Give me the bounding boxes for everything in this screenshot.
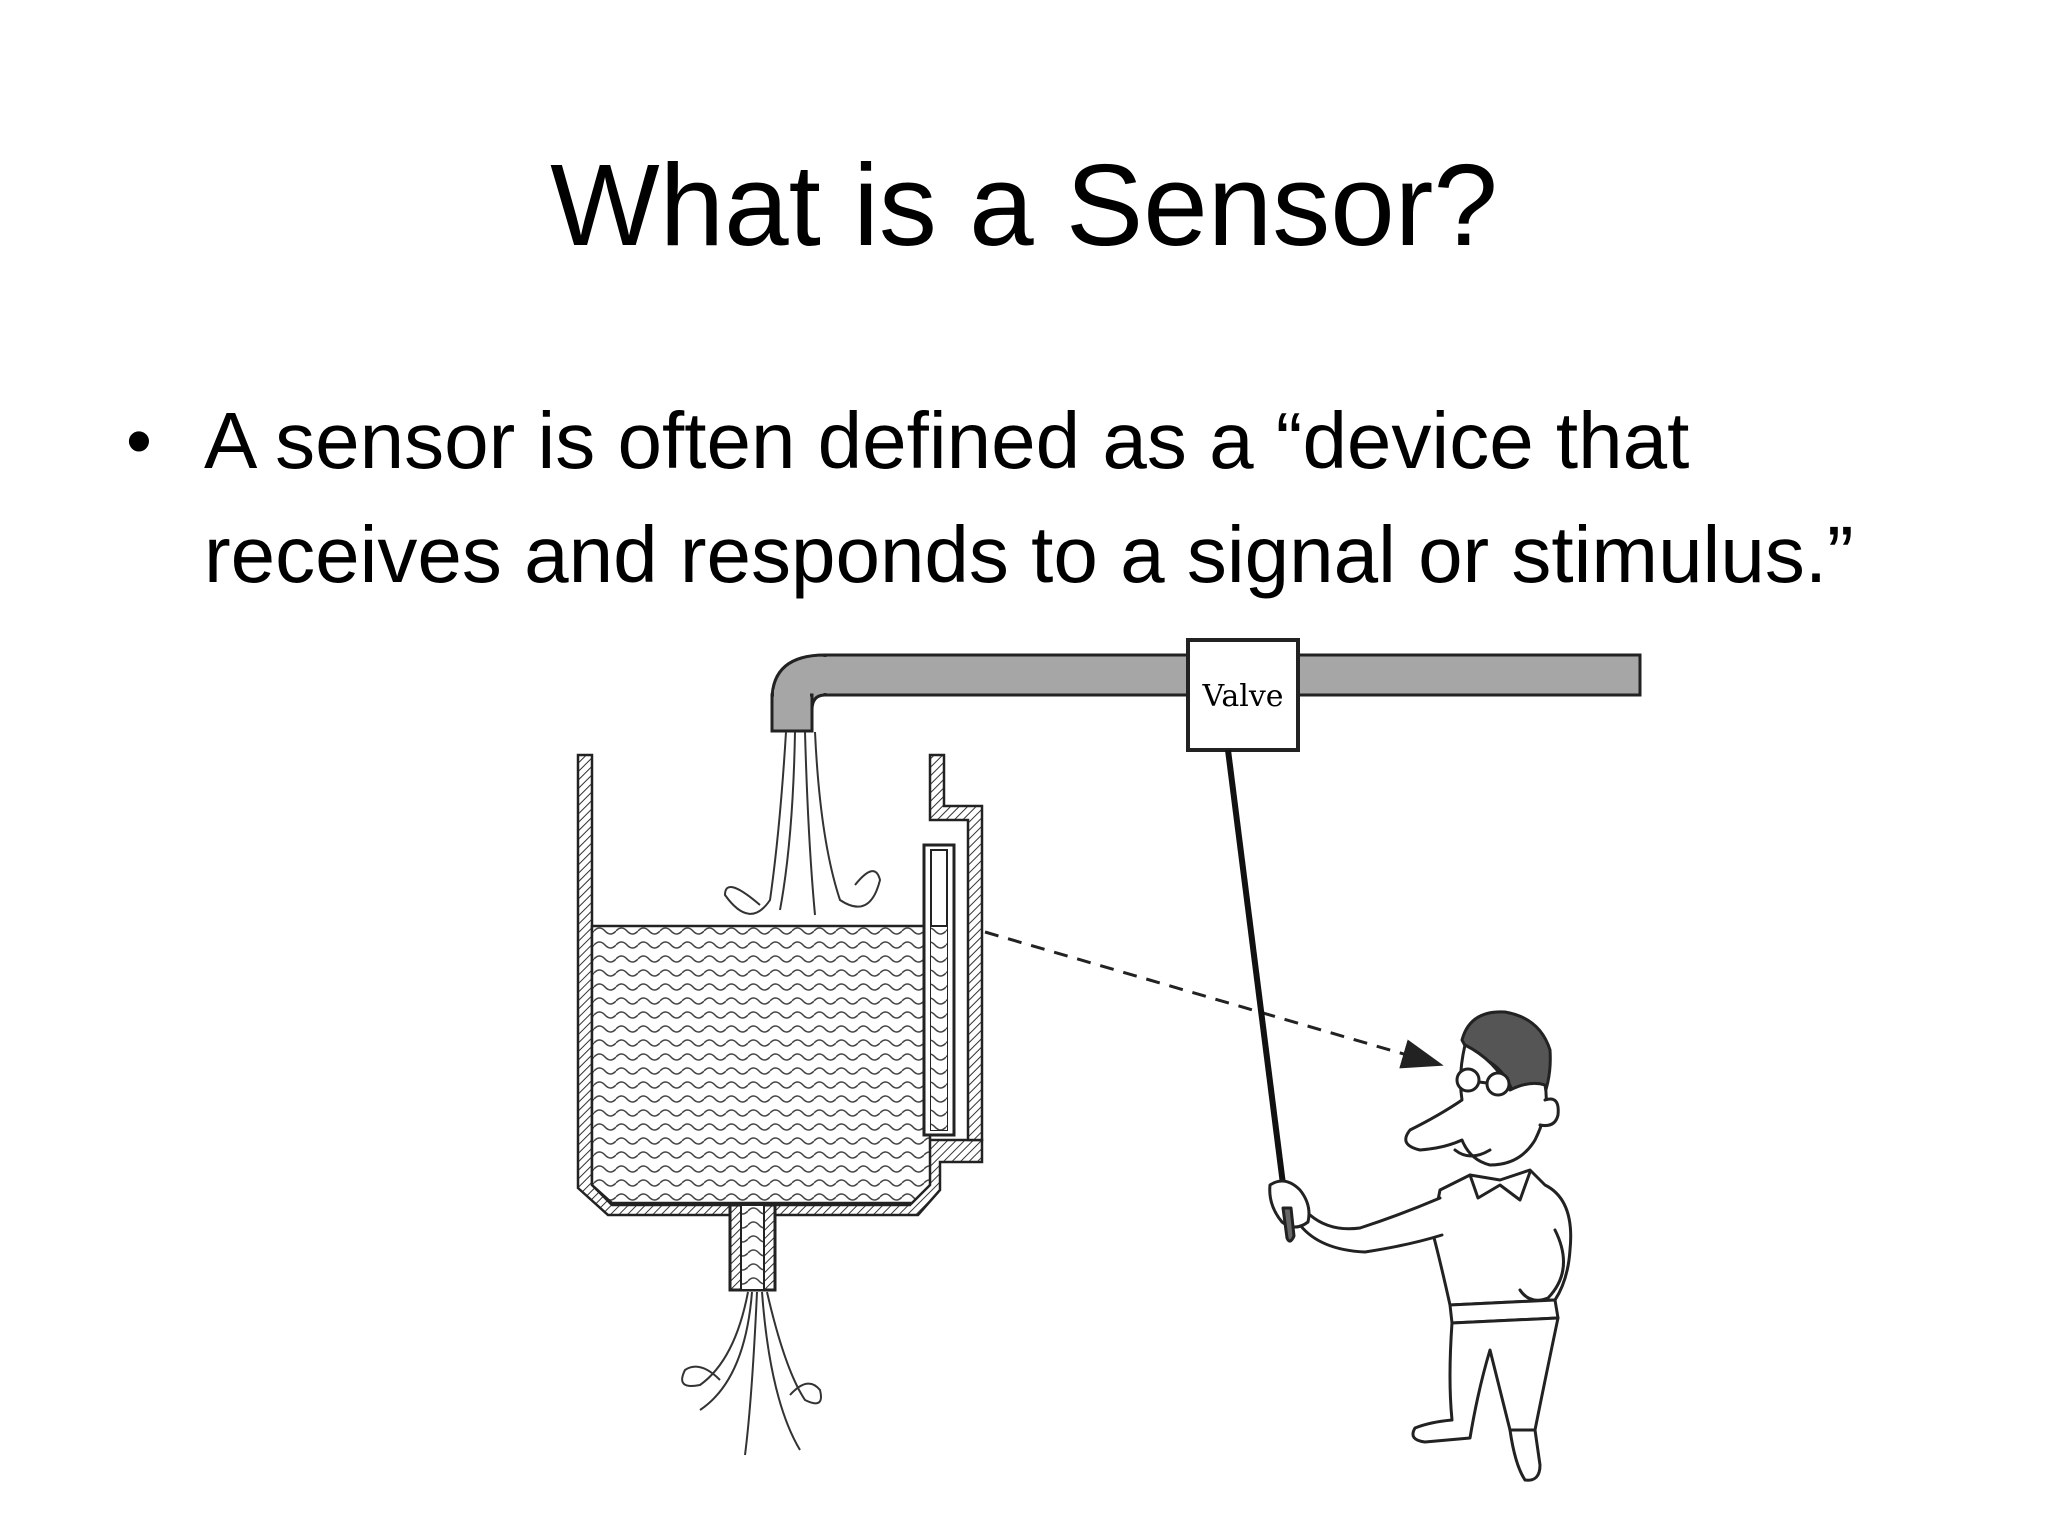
sight-line [984,930,1444,1069]
inflow-stream [723,731,882,916]
slide-title: What is a Sensor? [550,140,1498,270]
outflow-stream [681,1291,822,1456]
bullet-line-2: receives and responds to a signal or sti… [204,510,1854,599]
tank [576,753,984,1292]
bullet-dot: • [126,399,152,482]
bullet-item: • A sensor is often defined as a “device… [120,384,2000,612]
observer-person [1268,1010,1573,1482]
bullet-line-1: A sensor is often defined as a “device t… [204,396,1690,485]
valve-label: Valve [1201,679,1283,714]
valve: Valve [1186,638,1300,752]
valve-rod [1225,749,1288,1201]
bullet-list: • A sensor is often defined as a “device… [120,384,2000,612]
